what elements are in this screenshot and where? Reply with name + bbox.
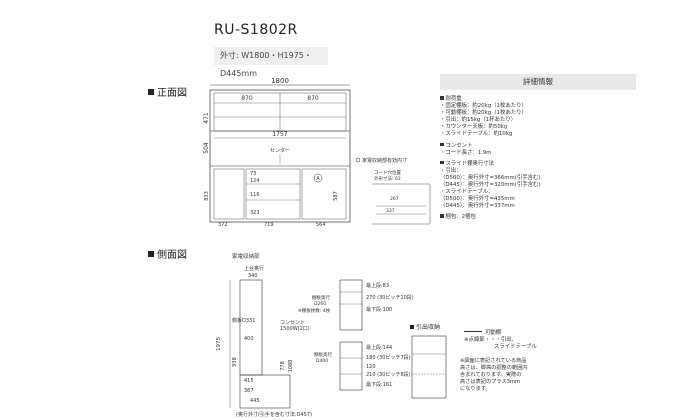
dim-lower-2: 124 (250, 178, 260, 184)
lower-120: 120 (366, 364, 376, 370)
dim-counter-width: 1757 (272, 131, 287, 138)
spec-heading-line: コンセント (440, 143, 640, 150)
outlet-marker: A (316, 176, 320, 182)
dim-lower-height: 833 (204, 191, 210, 201)
dim-door-right: 870 (307, 95, 319, 102)
upper-depth: 340 (248, 273, 258, 279)
upper-depth-label: 上台奥行 (244, 265, 264, 272)
spec-heading-line: 耐荷重 (440, 96, 640, 103)
lower-depth-2: D400 (316, 358, 328, 364)
spec-line: ・コード長さ：1.9m (440, 149, 492, 156)
side-depth-note: 側板D331 (232, 317, 255, 324)
spec-heading: 詳細情報 (440, 74, 636, 90)
shelf-top: 最上段:83 (366, 282, 389, 289)
cord-dim-1: 267 (390, 196, 399, 202)
outlet-side-2: 1500W(2口) (280, 326, 310, 332)
side-view-title: 側面図 (148, 246, 187, 261)
front-view-title: 正面図 (148, 84, 187, 99)
lower-bottom: 最下段:161 (366, 381, 392, 388)
legend: 可動棚 ※点線部・・・引出、 スライドテーブル (464, 330, 537, 350)
spec-line: ・固定棚板：約20kg（1枚あたり） (440, 103, 527, 110)
drawer-label: 引出収納 (410, 322, 440, 331)
shelf-count: ※棚板枚数: 4枚 (298, 307, 331, 314)
spec-line: ・スライドテーブル：約10kg (440, 131, 513, 138)
cord-note-1: コード穴位置 (374, 169, 401, 176)
spec-line: ・可動棚板：約20kg（1枚あたり） (440, 110, 527, 117)
spec-line: ・カウンター天板：約50kg (440, 124, 508, 131)
dim-lower-7: 564 (316, 222, 326, 228)
dim-counter-height: 504 (203, 142, 210, 154)
spec-line: （D445）：奥行外寸=337mm (440, 203, 515, 210)
lower-depth-1: 棚板奥行 (314, 351, 332, 358)
appliance-label: 家電収納部 (232, 252, 260, 260)
dim-lower-4: 323 (250, 210, 260, 216)
side-height: 1975 (216, 337, 222, 351)
lower-top: 最上段:144 (366, 344, 392, 351)
spec-line: （D445）：奥行外寸=320mm(引手含む) (440, 182, 541, 189)
shelf-bottom: 最下段:100 (366, 306, 392, 313)
side-dim-5: 445 (250, 398, 260, 404)
spec-line: （D500）：奥行外寸=366mm(引手含む) (440, 174, 541, 181)
spec-line: （D500）：奥行外寸=435mm (440, 196, 515, 203)
side-dim-6: 778 (280, 361, 286, 371)
side-dim-4: 387 (244, 388, 254, 394)
side-dim-3: 415 (244, 378, 254, 384)
dim-lower-6: 719 (264, 222, 274, 228)
cord-dim-2: 337 (386, 208, 395, 214)
spec-line: ・引出： (440, 167, 462, 174)
dim-lower-5: 372 (218, 222, 228, 228)
lower-pitch-2: 210 (30ピッチ8段) (366, 371, 411, 378)
dim-lower-inner: 587 (333, 191, 339, 201)
dim-upper-height: 471 (203, 112, 210, 124)
shelf-depth-1: 棚板奥行 (312, 294, 330, 301)
dim-door-left: 870 (241, 95, 253, 102)
dim-lower-3: 116 (250, 192, 260, 198)
overall-dimensions: 外寸: W1800・H1975・D445mm (214, 47, 328, 78)
lower-pitch-1: 180 (30ピッチ7段) (366, 354, 411, 361)
dim-lower-1: 73 (250, 171, 256, 177)
spec-line: ・スライドテーブル： (440, 189, 494, 196)
cord-note-2: 外形寸法: 63 (374, 175, 401, 182)
spec-list: 耐荷重・固定棚板：約20kg（1枚あたり）・可動棚板：約20kg（1枚あたり）・… (440, 96, 640, 222)
drawer-drawing (411, 335, 447, 399)
spec-heading-line: スライド棚奥行寸法 (440, 161, 640, 168)
front-view-drawing: 1800 870 870 471 1757 504 センター A 73 124 … (203, 77, 431, 228)
model-number: RU-S1802R (214, 22, 298, 38)
side-view-drawing: 家電収納部 上台奥行 340 1975 側板D331 コンセント 1500W(2… (216, 252, 414, 418)
footer-note: (奥行外寸(引手を含む寸法:D457) (236, 411, 312, 418)
side-dim-7: 1088 (288, 360, 294, 373)
outlet-side-1: コンセント (280, 320, 305, 326)
shelf-depth-2: D260 (314, 301, 326, 307)
outlet-note: 家電収納部有効内寸 (362, 157, 407, 164)
dim-overall-width: 1800 (271, 77, 289, 85)
side-dim-2: 938 (232, 357, 238, 367)
shelf-pitch: 270 (30ピッチ10段) (366, 294, 414, 301)
spec-line: ・引出：約15kg（1杯あたり） (440, 117, 517, 124)
height-note: ※図面に表記されている商品 高さは、脚高の調整の範囲内 含まれております。実際の… (460, 358, 528, 392)
spec-heading-line: 梱包：2梱包 (440, 214, 640, 221)
side-dim-1: 400 (244, 336, 254, 342)
center-label: センター (270, 147, 290, 154)
